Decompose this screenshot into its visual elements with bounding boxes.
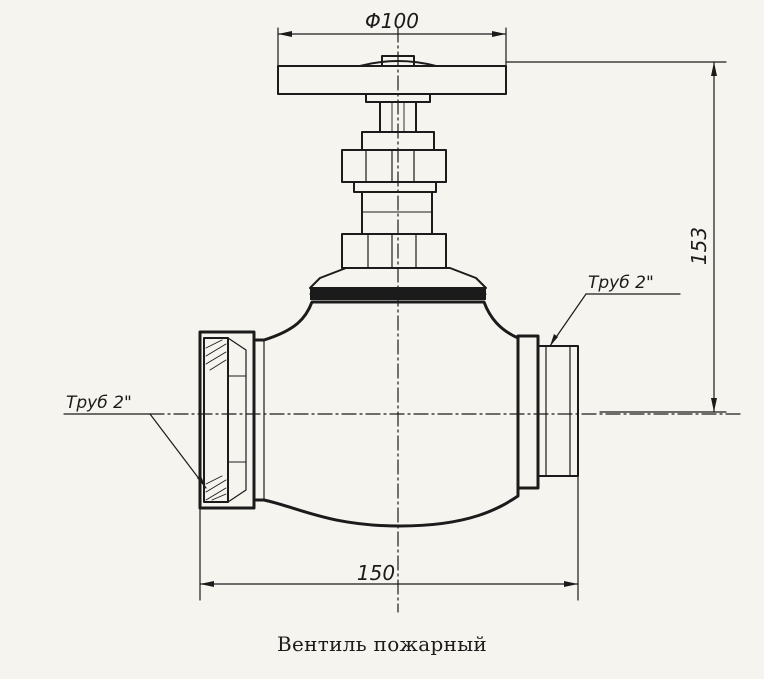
callout-label-left: Труб 2"	[66, 393, 132, 413]
valve-body	[252, 300, 520, 528]
handwheel	[277, 55, 507, 95]
dimension-height: 153	[505, 61, 727, 413]
callout-left-thread: Труб 2"	[63, 393, 207, 489]
dimension-label-length: 150	[357, 561, 395, 585]
right-end-collar	[516, 334, 540, 490]
dimension-label-diameter: Φ100	[365, 9, 419, 33]
left-thread-section	[203, 337, 229, 503]
drawing-caption: Вентиль пожарный	[276, 632, 488, 656]
left-end-boss	[198, 330, 256, 510]
bonnet-flange	[309, 267, 487, 300]
dimension-overall-length: 150	[199, 475, 579, 601]
dimension-label-height: 153	[687, 227, 711, 265]
callout-label-right: Труб 2"	[588, 273, 654, 293]
bonnet-neck	[361, 191, 433, 235]
right-threaded-outlet	[516, 334, 579, 490]
right-thread-nipple	[537, 345, 579, 477]
handwheel-hub	[359, 60, 437, 67]
left-threaded-inlet	[198, 330, 256, 510]
handwheel-rim	[277, 65, 507, 95]
upper-gland-nut	[341, 149, 447, 193]
dimension-handwheel-diameter: Φ100	[277, 9, 507, 67]
lower-bonnet-nut	[341, 233, 447, 269]
callout-right-thread: Труб 2"	[549, 273, 681, 347]
left-thread-hatching	[205, 339, 227, 501]
stem-cap-nut	[381, 55, 415, 67]
